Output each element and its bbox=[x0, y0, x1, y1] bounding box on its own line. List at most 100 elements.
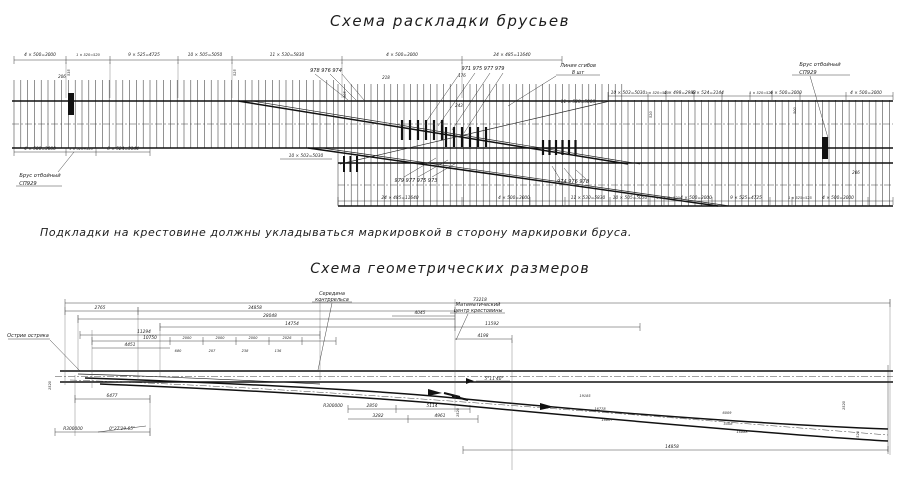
dim-label: 6477 bbox=[107, 393, 118, 399]
gauge-label: 1520 bbox=[856, 430, 860, 440]
gauge-label: 1520 bbox=[842, 400, 846, 410]
dimension-lines-1 bbox=[13, 56, 894, 205]
radius-label: R300000 bbox=[63, 426, 83, 432]
dim-label: 9 × 525=4725 bbox=[730, 195, 762, 201]
dim-label: 5114 bbox=[427, 403, 438, 409]
dim-label: 10 × 505=5050 bbox=[613, 195, 648, 201]
scheme-sleeper-layout: 4 × 500=3000 1 × 520=520 9 × 525=4725 10… bbox=[12, 52, 894, 207]
dim-label: 4 × 500=3000 bbox=[770, 90, 802, 96]
dim-label: 4198 bbox=[478, 333, 489, 339]
dim-label: 10750 bbox=[143, 335, 157, 341]
dim-label: 28048 bbox=[263, 313, 277, 319]
vertical-dim: 525 bbox=[233, 69, 237, 76]
dim-label: 1 × 525=525 bbox=[788, 196, 812, 200]
dim-label: 2000 bbox=[249, 336, 259, 340]
rail-joint-left bbox=[68, 93, 74, 115]
rails bbox=[12, 93, 893, 207]
dim-label: 9 × 525=4725 bbox=[128, 52, 160, 58]
dim-label: 1 × 520=520 bbox=[656, 196, 680, 200]
small-dim: 136 bbox=[275, 349, 282, 353]
rail-length-label: 16807 bbox=[601, 418, 613, 422]
leader-lines-2 bbox=[8, 301, 510, 433]
rail-length-label: 6009 bbox=[723, 411, 733, 415]
dim-label: 4 × 500=3000 bbox=[386, 52, 418, 58]
switch-point-label: Острие остряка bbox=[7, 333, 49, 339]
dim-label: 2765 bbox=[95, 305, 106, 311]
dim-label: 4 × 500=3000 bbox=[680, 195, 712, 201]
dim-label: 10 × 503=5030 bbox=[611, 90, 646, 96]
small-dim: 206 bbox=[852, 170, 860, 175]
buffer-beam-label: СП929 bbox=[19, 181, 36, 187]
vertical-dim: 505 bbox=[343, 91, 347, 98]
buffer-beam-label: Брус отбойный bbox=[799, 62, 841, 68]
dimension-lines-2 bbox=[54, 299, 891, 470]
small-dim: 680 bbox=[175, 349, 182, 353]
angle-label: 5°11'40" bbox=[485, 376, 504, 382]
small-dim: 218 bbox=[382, 75, 390, 80]
dim-label: 14754 bbox=[285, 321, 299, 327]
small-dim: 243 bbox=[455, 103, 463, 108]
dim-label: 4 × 500=3000 bbox=[498, 195, 530, 201]
overall-dim: 73218 bbox=[473, 297, 487, 303]
dim-label: 24 × 485=11640 bbox=[381, 195, 419, 201]
scheme1-title: Схема раскладки брусьев bbox=[330, 12, 570, 30]
dim-label: 1 × 520=520 bbox=[749, 91, 773, 95]
sleeper-number-label: 978 976 974 bbox=[310, 68, 342, 74]
dim-label: 10 × 505=5050 bbox=[188, 52, 223, 58]
dim-label: 3282 bbox=[373, 413, 384, 419]
dim-label: 4 × 500=3000 bbox=[24, 52, 56, 58]
arrow-mark bbox=[466, 378, 474, 384]
dim-label: 14858 bbox=[665, 444, 679, 450]
sleeper-ticks-right bbox=[627, 100, 890, 206]
bend-line-label: 8 шт bbox=[572, 70, 585, 76]
dim-label: 4451 bbox=[125, 342, 136, 348]
bend-line-label: Линия сгибов bbox=[559, 63, 596, 69]
dim-label: 11 × 530=5830 bbox=[270, 52, 305, 58]
dim-label: 11 × 530=5830 bbox=[571, 195, 606, 201]
dim-label: 24 × 485=11640 bbox=[493, 52, 531, 58]
rail-joint-right bbox=[822, 137, 828, 159]
rail-length-label: 16778 bbox=[594, 407, 606, 411]
math-center-label: центр крестовины bbox=[454, 308, 503, 314]
dim-label: 6 × 524=3144 bbox=[107, 146, 139, 152]
gauge-label: 1520 bbox=[48, 380, 52, 390]
rail-length-label: 19185 bbox=[579, 394, 591, 398]
small-dim: 238 bbox=[242, 349, 249, 353]
dim-label: 10 × 503=5030 bbox=[289, 153, 324, 159]
radius-label: R300000 bbox=[323, 403, 343, 409]
dim-label: 4045 bbox=[415, 310, 426, 316]
dim-label: 2026 bbox=[283, 336, 293, 340]
dim-label: 34858 bbox=[248, 305, 262, 311]
dim-label: 11294 bbox=[137, 329, 151, 335]
dim-label: 1 × 520=520 bbox=[645, 91, 669, 95]
arrow-mark bbox=[540, 403, 554, 410]
frog-mark bbox=[443, 392, 469, 401]
dim-label: 11592 bbox=[485, 321, 499, 327]
frog-pad-note: Подкладки на крестовине должны укладыват… bbox=[40, 226, 632, 239]
buffer-beam-label: СП929 bbox=[799, 70, 816, 76]
vertical-dim: 520 bbox=[649, 111, 653, 118]
dim-label: 11 × 528=5808 bbox=[561, 99, 596, 105]
scheme-geometry: 73218 2765 34858 28048 4045 14754 11592 … bbox=[7, 291, 893, 470]
buffer-beam-label: Брус отбойный bbox=[19, 173, 61, 179]
guard-rail-mid-label: Середина bbox=[319, 291, 345, 297]
dim-label: 4 × 500=3000 bbox=[822, 195, 854, 201]
labels-1: 4 × 500=3000 1 × 520=520 9 × 525=4725 10… bbox=[19, 52, 882, 201]
math-center-label: Математический bbox=[456, 302, 501, 308]
guard-rail-mid-label: контррельса bbox=[315, 297, 349, 303]
gauge-label: 1520 bbox=[456, 407, 460, 417]
sleeper-number-label: 979 977 975 973 bbox=[395, 178, 438, 184]
dim-label: 2000 bbox=[216, 336, 226, 340]
bold-sleepers-joint bbox=[343, 156, 358, 172]
dim-label: 4 × 500=3000 bbox=[24, 146, 56, 152]
dim-label: 1 × 520=520 bbox=[76, 53, 100, 57]
labels-2: 73218 2765 34858 28048 4045 14754 11592 … bbox=[7, 291, 860, 450]
dim-label: 4961 bbox=[435, 413, 446, 419]
sleeper-number-label: 971 975 977 979 bbox=[462, 66, 505, 72]
vertical-dim: 500 bbox=[793, 107, 797, 114]
dim-label: 2850 bbox=[367, 403, 378, 409]
sleeper-number-label: 974 976 978 bbox=[557, 179, 589, 185]
dim-label: 1 × 520=520 bbox=[69, 147, 93, 151]
dim-label: 4 × 500=3000 bbox=[850, 90, 882, 96]
